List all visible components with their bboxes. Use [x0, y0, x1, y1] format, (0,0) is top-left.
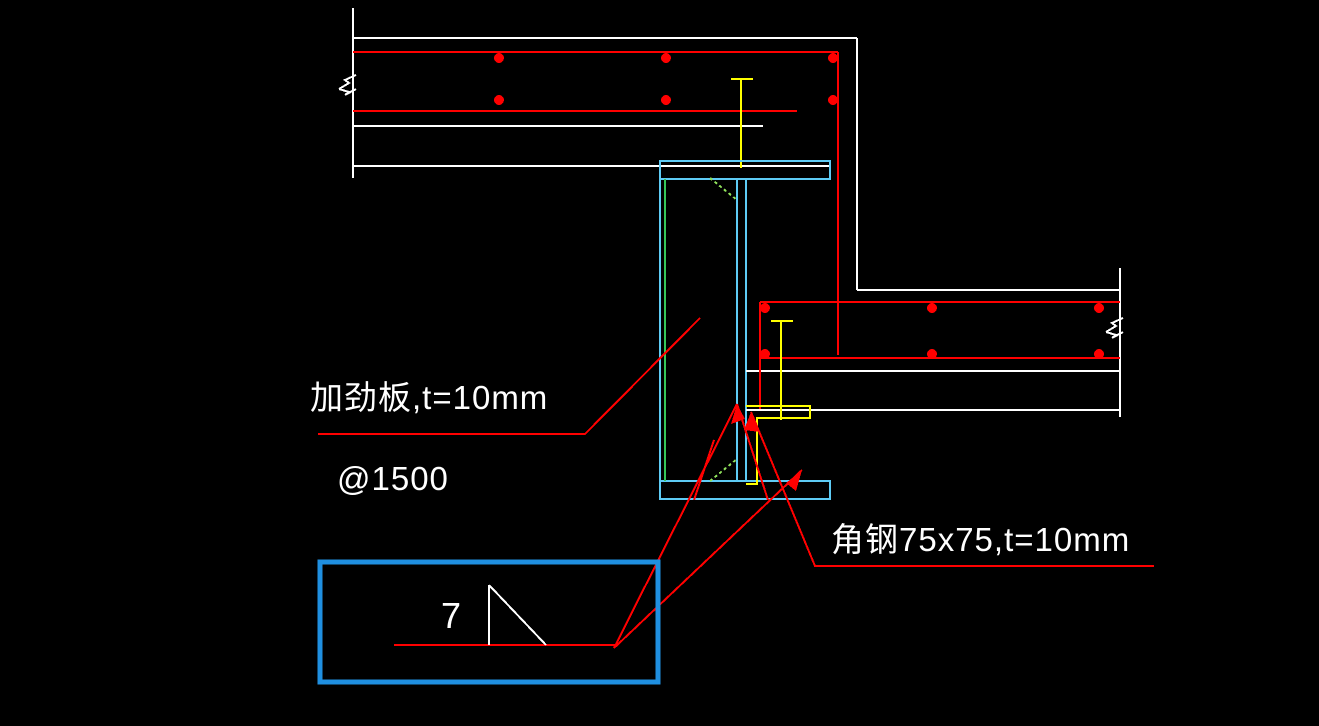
- top-slab-concrete-outline: [352, 8, 1120, 291]
- steel-column-section: [659, 160, 831, 500]
- top-slab-rebar: [353, 51, 839, 355]
- right-slab-rebar: [759, 301, 1120, 409]
- stiffener-mark-right: [771, 320, 793, 420]
- fillet-weld-triangle-symbol: [488, 584, 547, 646]
- leader-weld-callouts: [613, 403, 803, 649]
- leader-angle-label: [744, 411, 1154, 567]
- stiffener-mark-top: [731, 78, 753, 168]
- leader-stiffener-label: [318, 317, 701, 435]
- top-slab-rebar-dots: [494, 53, 838, 105]
- angle-steel-bracket: [746, 405, 811, 485]
- weld-detail-highlight-box[interactable]: [317, 559, 661, 685]
- right-slab-rebar-dots: [760, 303, 1104, 359]
- column-stiffener-dashed-indicator: [709, 177, 738, 482]
- leader-weld-secondary: [693, 403, 769, 501]
- break-symbol-top-left: [338, 74, 357, 96]
- right-slab-concrete-outline: [746, 268, 1121, 417]
- break-symbol-right: [1105, 317, 1124, 339]
